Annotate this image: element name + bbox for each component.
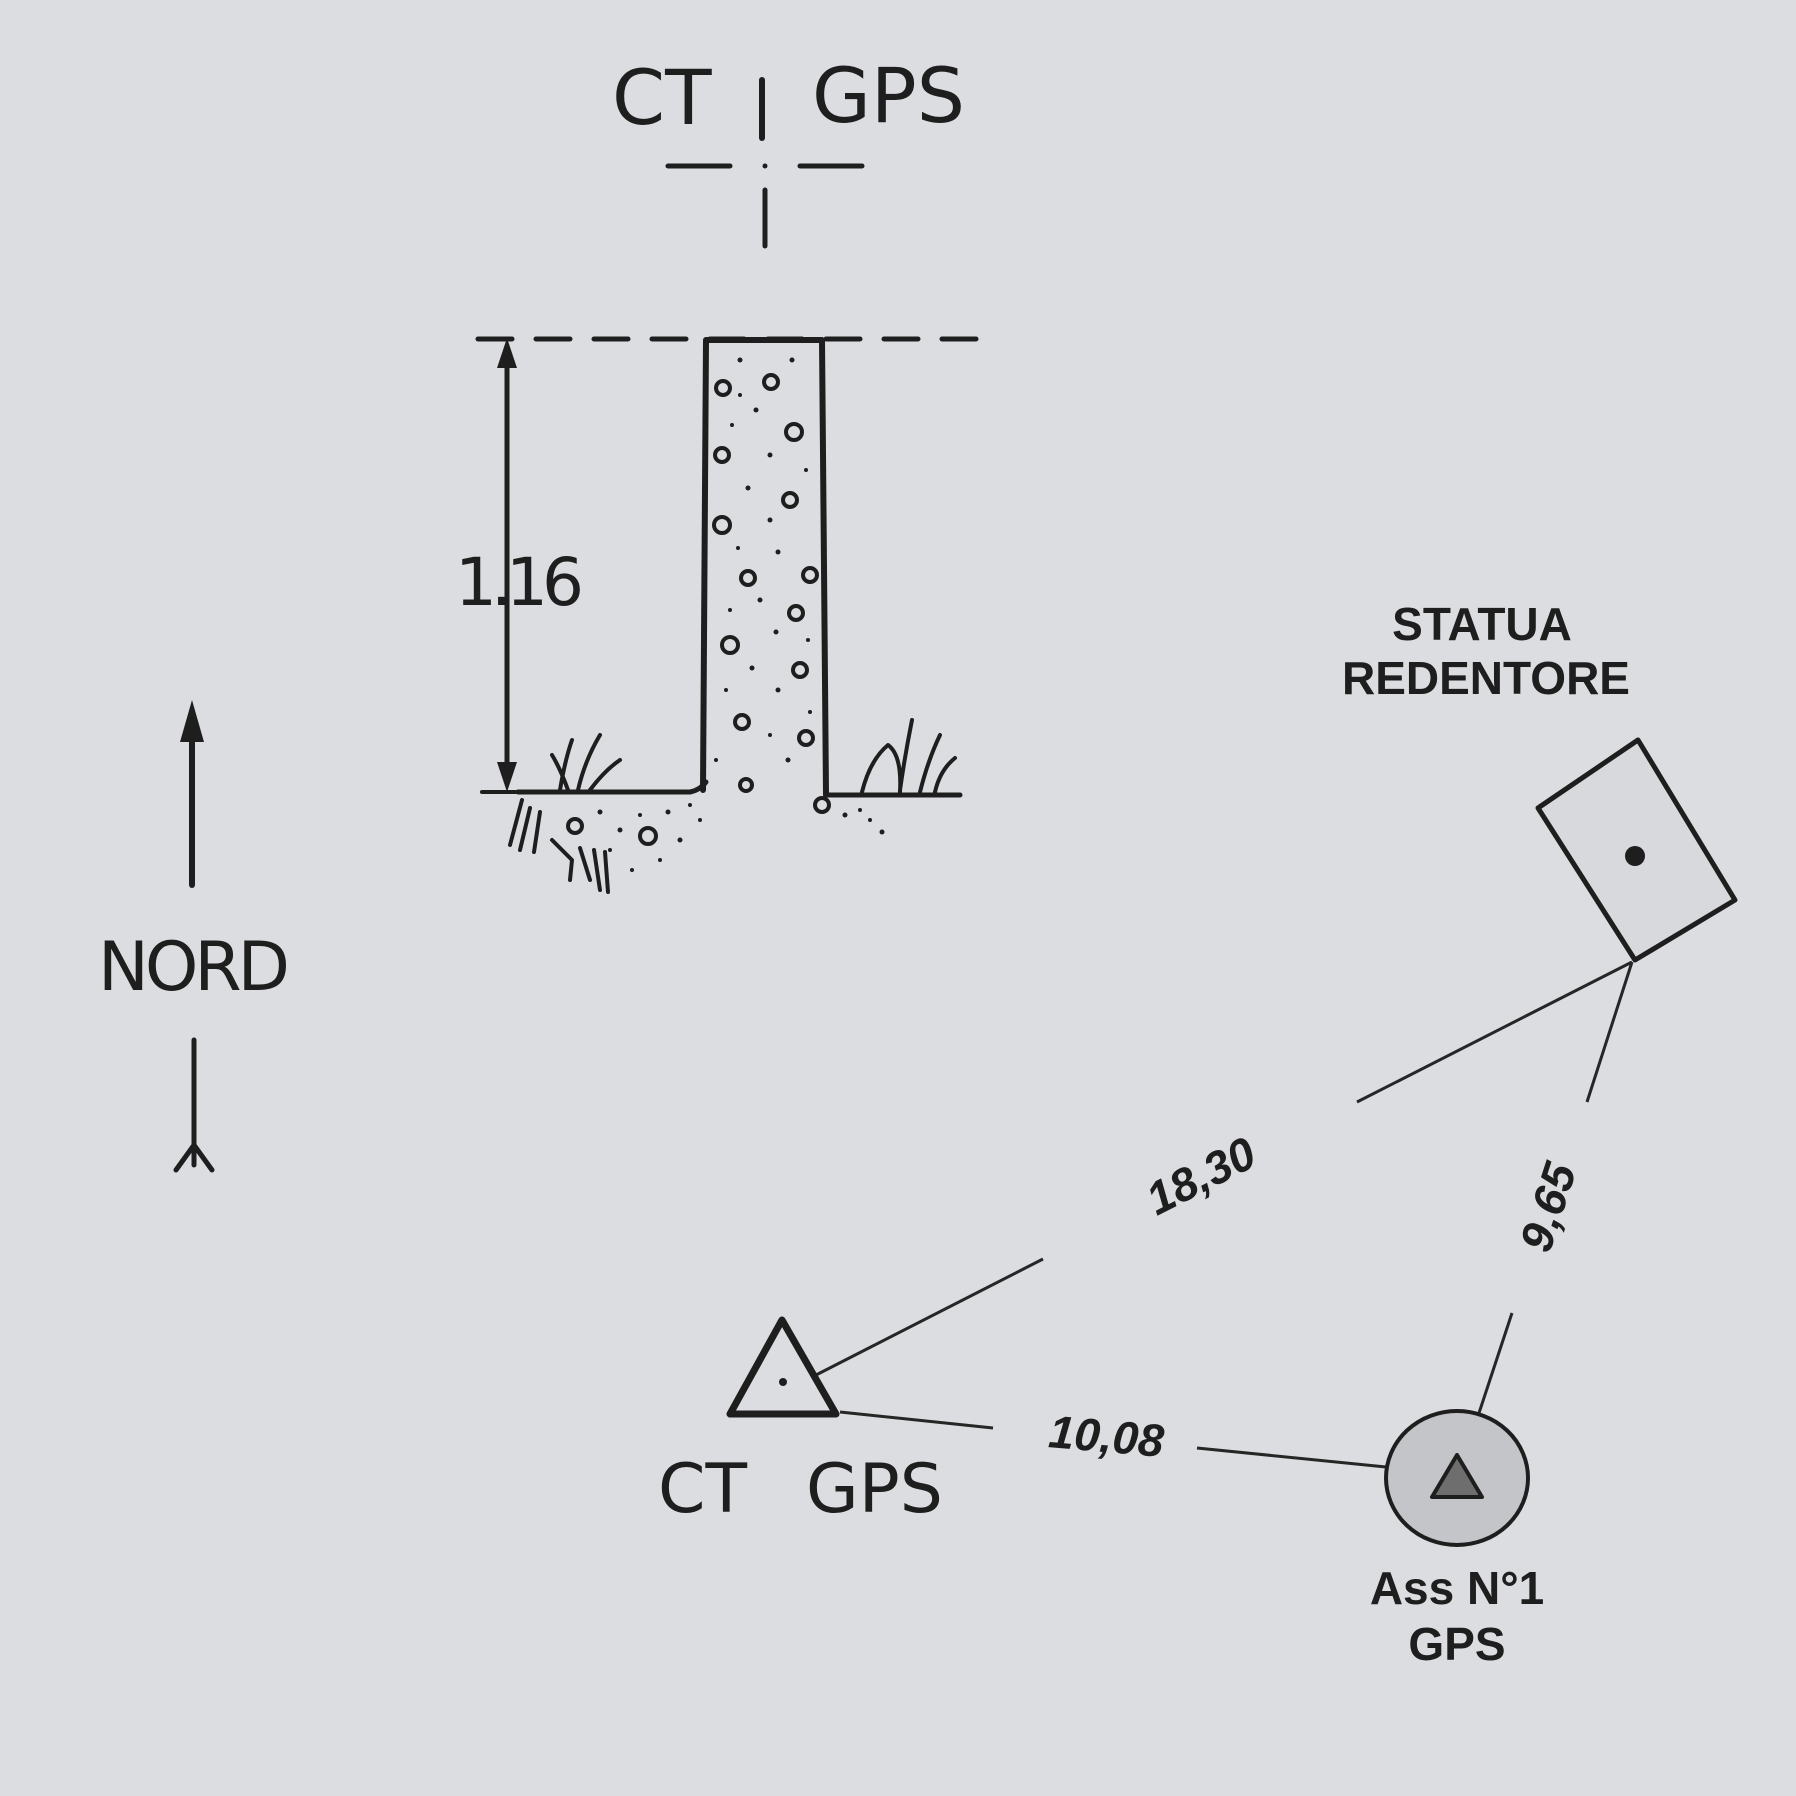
gps-point-label-line2: GPS [1408, 1618, 1505, 1670]
detail-header-gps: GPS [812, 51, 965, 140]
distance-gps-to-statue: 9,65 [1509, 1155, 1587, 1258]
distance-ct-to-statue: 18,30 [1138, 1126, 1265, 1225]
north-arrow-icon [173, 700, 215, 1173]
statue-label-line1: STATUA [1392, 598, 1572, 650]
statue-base [1535, 737, 1738, 963]
gps-point-label-line1: Ass N°1 [1370, 1562, 1544, 1614]
benchmark-detail: CT GPS 1.16 [455, 51, 988, 894]
triangle-benchmark-icon [726, 1316, 840, 1418]
statue-label-line2: REDENTORE [1342, 652, 1630, 704]
height-label: 1.16 [455, 544, 580, 621]
gps-station-icon [1384, 1409, 1530, 1547]
detail-header-ct: CT [612, 53, 712, 142]
north-label: NORD [98, 928, 287, 1007]
distance-ct-to-gps: 10,08 [1047, 1405, 1167, 1467]
measurement-lines [815, 960, 1634, 1469]
concrete-pillar [566, 337, 831, 846]
statue-center-marker [1625, 846, 1645, 866]
benchmark-label-ct: CT [658, 1450, 747, 1529]
benchmark-label-gps: GPS [806, 1450, 943, 1529]
ground-surface [508, 718, 963, 894]
crosshair-icon [665, 163, 865, 249]
